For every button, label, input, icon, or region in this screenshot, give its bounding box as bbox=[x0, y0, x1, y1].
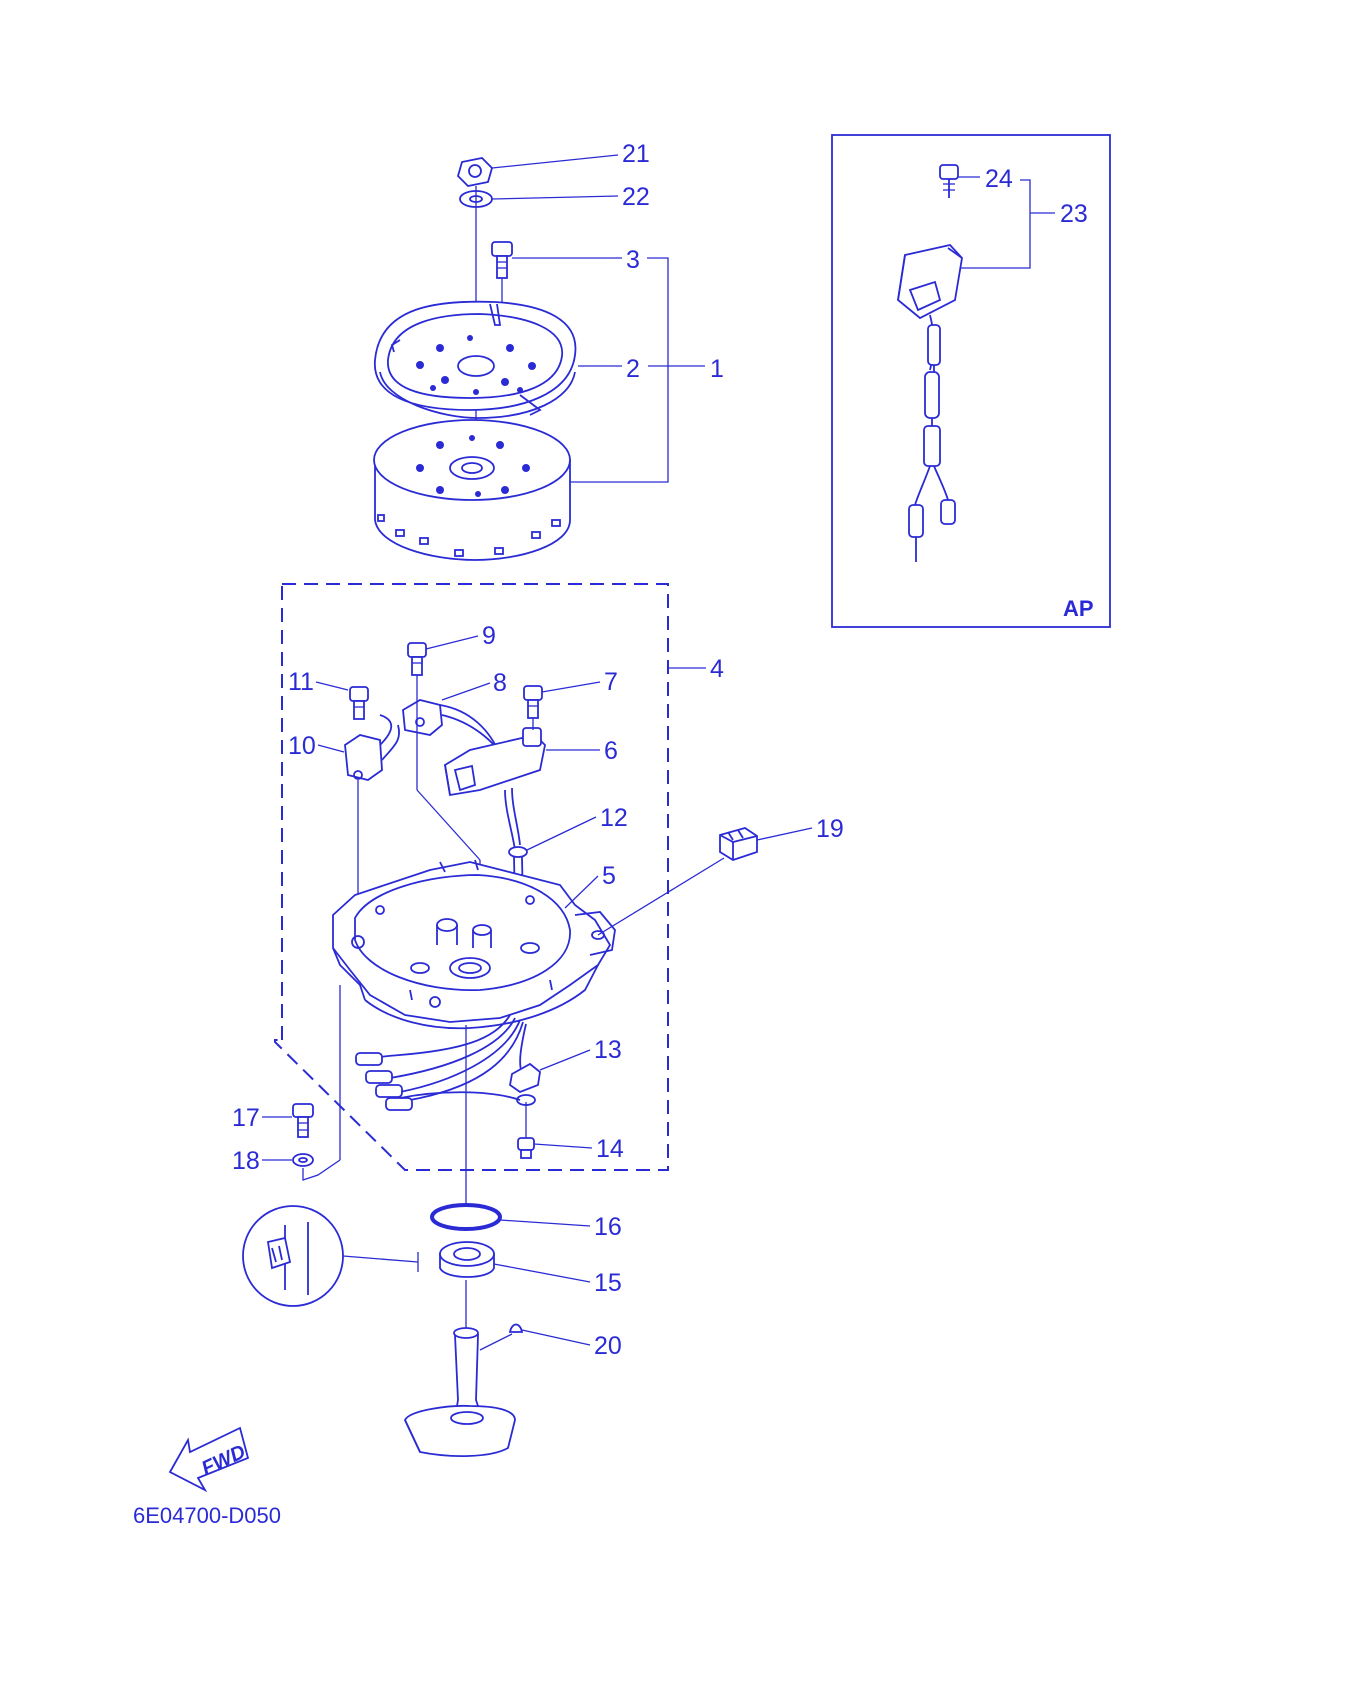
oil-seal-15-icon bbox=[439, 1241, 495, 1278]
inset-tag: AP bbox=[1063, 596, 1094, 621]
label-17: 17 bbox=[232, 1104, 260, 1132]
label-11: 11 bbox=[288, 668, 314, 696]
screw-11-icon bbox=[349, 686, 369, 720]
label-2: 2 bbox=[626, 355, 640, 383]
label-10: 10 bbox=[288, 732, 316, 760]
connector-harness-23-icon bbox=[897, 244, 963, 562]
drawing-code: 6E04700-D050 bbox=[133, 1503, 281, 1528]
label-5: 5 bbox=[602, 862, 616, 890]
label-21: 21 bbox=[622, 140, 650, 168]
cap-19-icon bbox=[719, 827, 758, 861]
woodruff-key-20-icon bbox=[508, 1323, 524, 1333]
label-7: 7 bbox=[604, 668, 618, 696]
label-14: 14 bbox=[596, 1135, 624, 1163]
screw-7-icon bbox=[523, 685, 543, 719]
label-13: 13 bbox=[594, 1036, 622, 1064]
nut-21-icon bbox=[456, 157, 494, 187]
inset-box-ap: AP 24 23 bbox=[831, 134, 1111, 628]
stator-assembly-4: 4 9 8 11 bbox=[274, 583, 725, 1171]
label-23: 23 bbox=[1060, 200, 1088, 228]
label-20: 20 bbox=[594, 1332, 622, 1360]
label-12: 12 bbox=[600, 804, 628, 832]
screw-24-icon bbox=[939, 164, 959, 198]
crankshaft-icon bbox=[403, 1327, 516, 1457]
flywheel-assembly: 21 22 3 bbox=[373, 140, 724, 561]
label-9: 9 bbox=[482, 622, 496, 650]
label-22: 22 bbox=[622, 183, 650, 211]
label-16: 16 bbox=[594, 1213, 622, 1241]
screw-9-icon bbox=[407, 642, 427, 676]
wire-harness-icon bbox=[355, 1014, 531, 1111]
seal-detail-magnifier bbox=[242, 1205, 419, 1307]
label-19: 19 bbox=[816, 815, 844, 843]
screw-14-icon bbox=[517, 1102, 535, 1159]
charge-coil-10-icon bbox=[344, 714, 400, 781]
label-18: 18 bbox=[232, 1147, 260, 1175]
wire-clamp-13-icon bbox=[509, 1062, 541, 1106]
label-6: 6 bbox=[604, 737, 618, 765]
stator-base-5-icon bbox=[332, 859, 616, 1030]
label-4: 4 bbox=[710, 655, 724, 683]
o-ring-16-icon bbox=[430, 1203, 502, 1231]
label-15: 15 bbox=[594, 1269, 622, 1297]
flywheel-rotor-icon bbox=[373, 419, 571, 561]
washer-18-icon bbox=[292, 1153, 314, 1167]
bolt-17-icon bbox=[292, 1103, 314, 1138]
label-24: 24 bbox=[985, 165, 1013, 193]
label-8: 8 bbox=[493, 669, 507, 697]
label-3: 3 bbox=[626, 246, 640, 274]
flywheel-cover-2-icon bbox=[374, 300, 577, 419]
ignition-coil-6-icon bbox=[444, 727, 546, 851]
forward-arrow-icon: FWD bbox=[168, 1426, 250, 1493]
label-1: 1 bbox=[710, 355, 724, 383]
